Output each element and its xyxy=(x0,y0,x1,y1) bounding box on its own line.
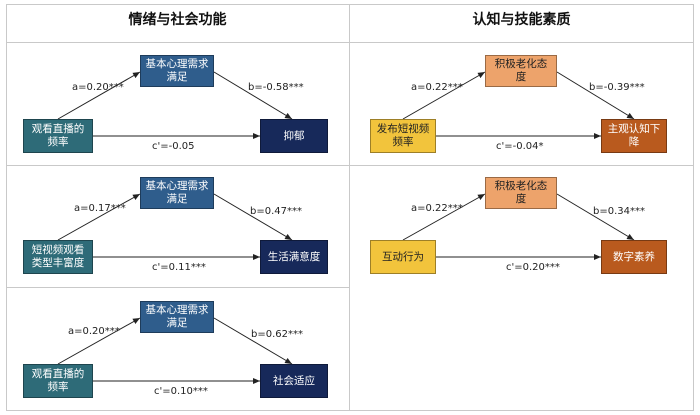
panel-3-mediator-box: 积极老化态度 xyxy=(485,177,557,209)
panel-2-a-arrow xyxy=(57,193,141,241)
column-divider xyxy=(349,4,350,411)
outer-border-top xyxy=(6,4,694,5)
panel-0-b-arrow xyxy=(213,71,293,120)
panel-4-a-label: a=0.20*** xyxy=(68,326,120,337)
panel-4-c-label: c'=0.10*** xyxy=(154,386,208,397)
panel-4-a-arrow xyxy=(57,317,141,365)
panel-2-predictor-box: 短视频观看类型丰富度 xyxy=(23,240,93,274)
panel-0-a-label: a=0.20*** xyxy=(72,82,124,93)
panel-0-mediator-box: 基本心理需求满足 xyxy=(140,55,214,87)
panel-4-outcome-box: 社会适应 xyxy=(260,364,328,398)
panel-1-a-arrow xyxy=(402,71,486,120)
header-divider xyxy=(6,42,694,43)
panel-3-outcome-box: 数字素养 xyxy=(601,240,667,274)
panel-1-c-label: c'=-0.04* xyxy=(496,141,544,152)
panel-0-b-label: b=-0.58*** xyxy=(248,82,304,93)
panel-0-predictor-box: 观看直播的频率 xyxy=(23,119,93,153)
panel-2-a-label: a=0.17*** xyxy=(74,203,126,214)
left-column-title: 情绪与社会功能 xyxy=(128,12,227,28)
panel-2-outcome-box: 生活满意度 xyxy=(260,240,328,274)
panel-2-b-arrow xyxy=(213,193,293,241)
panel-4-b-label: b=0.62*** xyxy=(251,329,303,340)
panel-2-b-label: b=0.47*** xyxy=(250,206,302,217)
panel-4-b-arrow xyxy=(213,317,293,365)
panel-1-mediator-box: 积极老化态度 xyxy=(485,55,557,87)
row-divider-1 xyxy=(6,165,694,166)
outer-border-left xyxy=(6,4,7,411)
panel-3-a-label: a=0.22*** xyxy=(411,203,463,214)
outer-border-right xyxy=(693,4,694,411)
panel-3-c-label: c'=0.20*** xyxy=(506,262,560,273)
outer-border-bottom xyxy=(6,410,694,411)
panel-3-b-arrow xyxy=(556,193,635,241)
panel-3-b-label: b=0.34*** xyxy=(593,206,645,217)
panel-2-c-label: c'=0.11*** xyxy=(152,262,206,273)
panel-4-mediator-box: 基本心理需求满足 xyxy=(140,301,214,333)
panel-1-a-label: a=0.22*** xyxy=(411,82,463,93)
panel-1-b-arrow xyxy=(556,71,635,120)
panel-0-c-label: c'=-0.05 xyxy=(152,141,195,152)
panel-4-predictor-box: 观看直播的频率 xyxy=(23,364,93,398)
panel-2-mediator-box: 基本心理需求满足 xyxy=(140,177,214,209)
row-divider-2 xyxy=(6,287,350,288)
panel-1-predictor-box: 发布短视频频率 xyxy=(370,119,436,153)
panel-1-b-label: b=-0.39*** xyxy=(589,82,645,93)
panel-1-outcome-box: 主观认知下降 xyxy=(601,119,667,153)
panel-3-predictor-box: 互动行为 xyxy=(370,240,436,274)
panel-0-a-arrow xyxy=(57,71,141,120)
panel-3-a-arrow xyxy=(402,193,486,241)
panel-0-outcome-box: 抑郁 xyxy=(260,119,328,153)
right-column-title: 认知与技能素质 xyxy=(472,12,571,28)
